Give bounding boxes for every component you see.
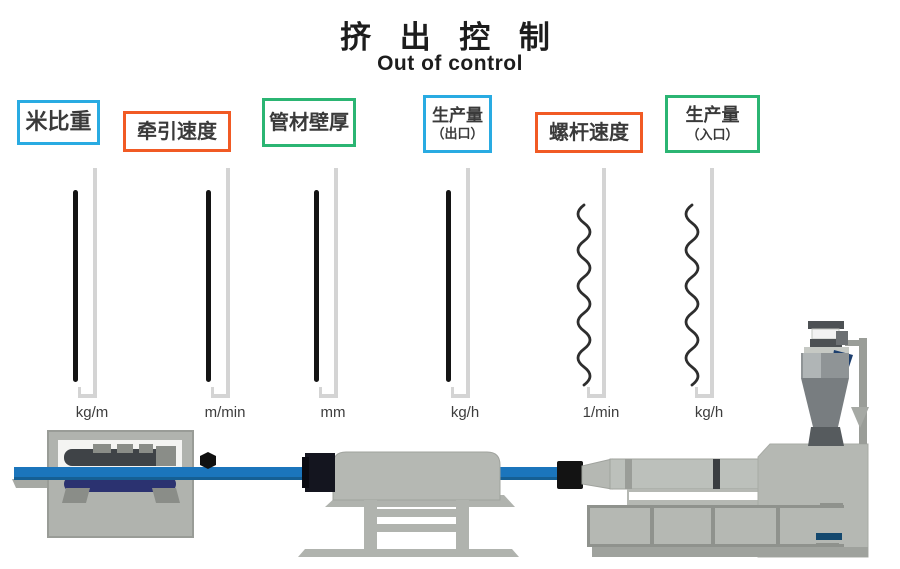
tag-haul-off-speed: 牵引速度 xyxy=(123,111,231,152)
gauge-output-inlet: kg/h xyxy=(674,168,744,426)
tank-body xyxy=(332,451,501,501)
hopper-stand-pole xyxy=(859,338,867,444)
tag-label: 管材壁厚 xyxy=(269,111,349,134)
gauge-wall-thickness: mm xyxy=(298,168,368,426)
fluctuating-trace-line xyxy=(576,203,592,387)
steady-trace-line xyxy=(73,190,78,382)
gauge-unit: kg/m xyxy=(75,404,109,421)
die-adapter-cone xyxy=(581,458,613,490)
page-subtitle: Out of control xyxy=(377,52,523,75)
small-funnel xyxy=(851,407,869,428)
gauge-unit: kg/h xyxy=(450,404,480,421)
gauge-output-outlet: kg/h xyxy=(430,168,500,426)
extruder-die xyxy=(557,461,583,489)
gauge-unit: m/min xyxy=(204,404,246,421)
steady-trace-line xyxy=(446,190,451,382)
tag-output-outlet: 生产量（出口） xyxy=(423,95,492,153)
gauge-axis xyxy=(93,168,97,398)
tank-inlet-connector xyxy=(302,453,335,492)
gauge-haul-off-speed: m/min xyxy=(190,168,260,426)
tag-label: 生产量 xyxy=(432,106,483,125)
cyclone-cone xyxy=(801,378,849,427)
tag-output-inlet: 生产量（入口） xyxy=(665,95,760,153)
gauge-unit: kg/h xyxy=(694,404,724,421)
gauge-meter-weight: kg/m xyxy=(57,168,127,426)
gauge-axis xyxy=(466,168,470,398)
sensor-node xyxy=(200,452,216,469)
gauge-axis xyxy=(602,168,606,398)
extruder-barrel xyxy=(609,458,761,490)
tag-label: 螺杆速度 xyxy=(549,121,629,144)
gauge-axis xyxy=(226,168,230,398)
fluctuating-trace-line xyxy=(684,203,700,387)
gauge-unit: mm xyxy=(320,404,346,421)
machine-plinth xyxy=(592,547,868,557)
page-title: 挤 出 控 制 xyxy=(340,20,560,55)
tag-label: 米比重 xyxy=(25,109,92,135)
hopper-cyclone-feeder xyxy=(801,321,869,446)
gauge-unit: 1/min xyxy=(582,404,620,421)
vacuum-cooling-tank xyxy=(298,451,519,557)
gauge-axis xyxy=(710,168,714,398)
hopper-lid xyxy=(804,321,849,353)
cyclone-outlet xyxy=(808,427,844,446)
tank-stand xyxy=(298,500,519,557)
barrel-slot xyxy=(629,492,763,500)
tag-label: 牵引速度 xyxy=(137,120,217,143)
tag-meter-weight: 米比重 xyxy=(17,100,100,145)
steady-trace-line xyxy=(206,190,211,382)
steady-trace-line xyxy=(314,190,319,382)
tag-label: 生产量 xyxy=(685,105,740,126)
gauge-screw-speed: 1/min xyxy=(566,168,636,426)
cabinet-display xyxy=(816,533,842,540)
tag-screw-speed: 螺杆速度 xyxy=(535,112,643,153)
extruder xyxy=(557,443,869,558)
tag-pipe-wall-thickness: 管材壁厚 xyxy=(262,98,356,147)
caterpillar-track-upper xyxy=(64,444,176,466)
control-cabinet xyxy=(587,503,844,547)
extrusion-line-illustration xyxy=(12,321,869,558)
gauge-axis xyxy=(334,168,338,398)
